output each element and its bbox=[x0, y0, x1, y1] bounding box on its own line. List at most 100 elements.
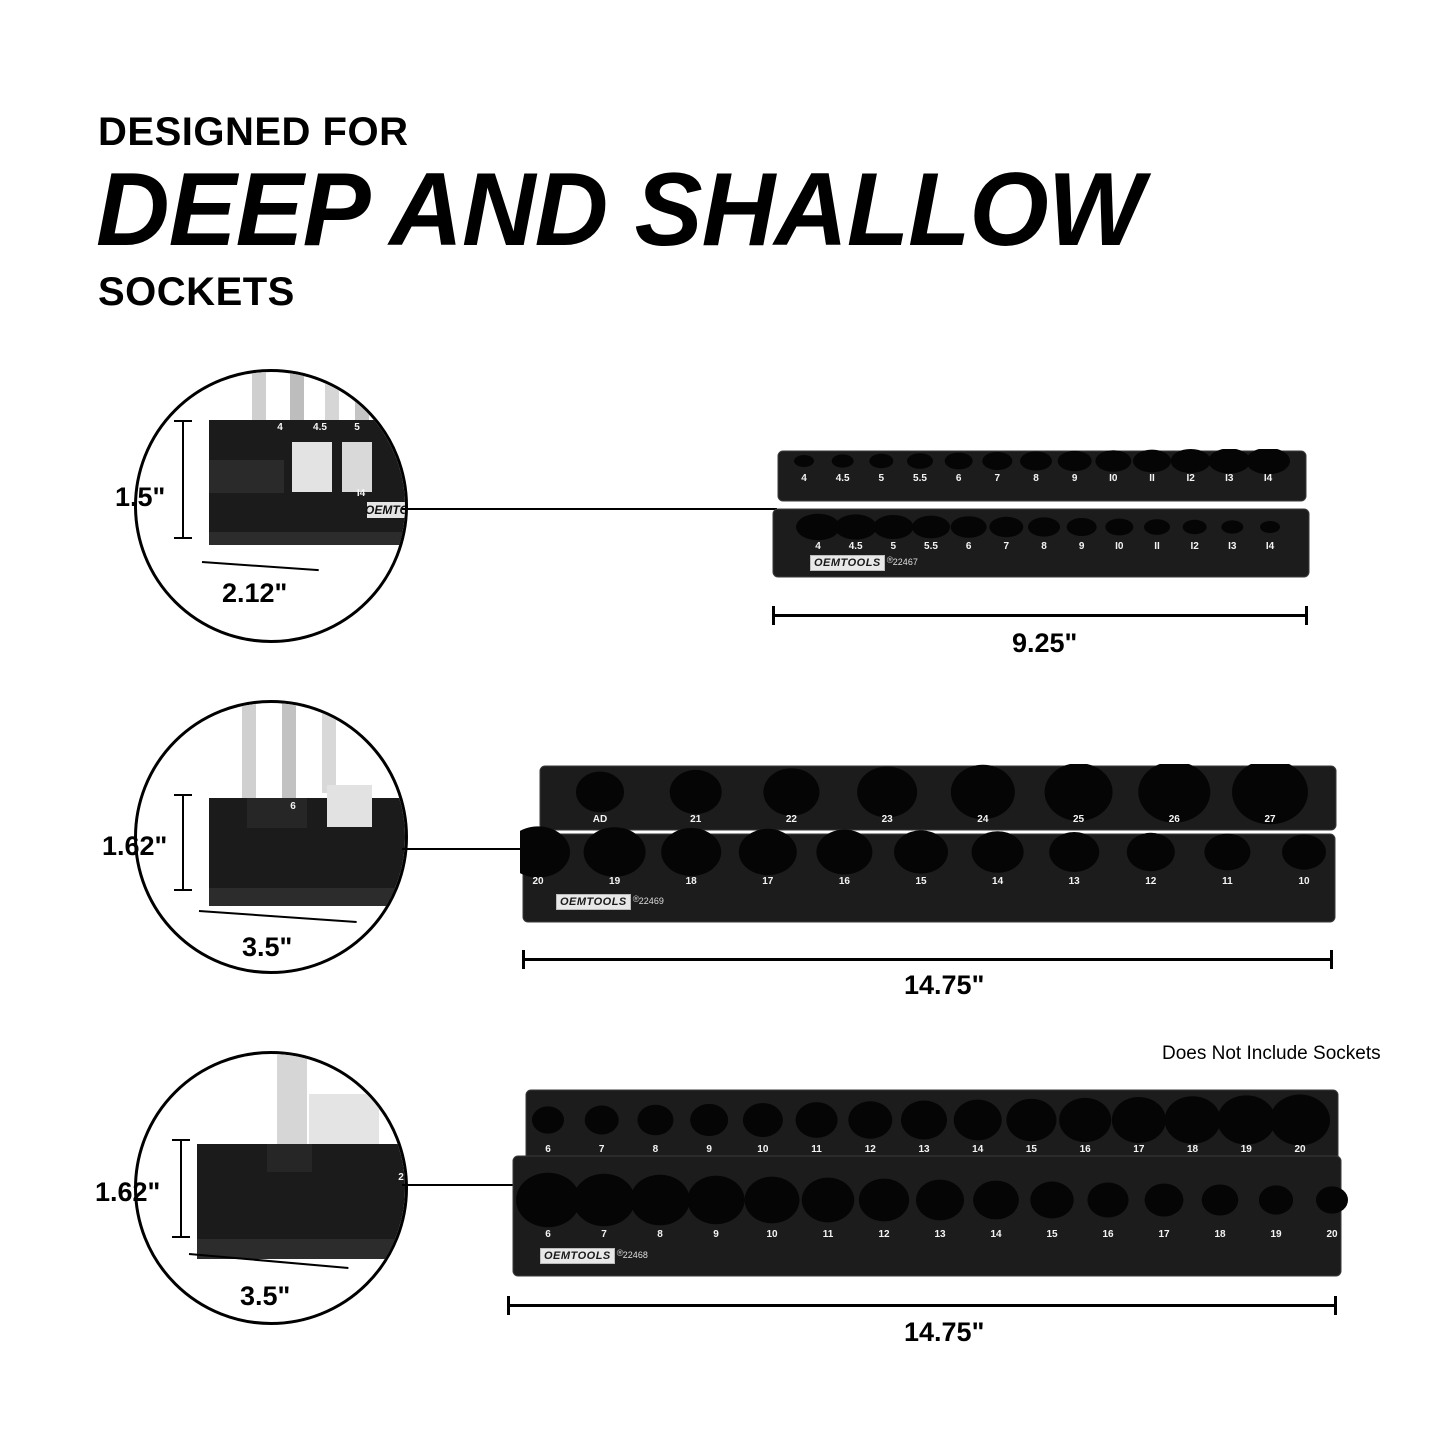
tray1-height-cap-bottom bbox=[174, 537, 192, 539]
front-row-size-label: 15 bbox=[915, 876, 927, 887]
tray3-height-bar bbox=[180, 1140, 182, 1238]
tray-22469-logo: OEMTOOLS® bbox=[556, 894, 639, 910]
profile-1-illustration bbox=[209, 372, 405, 545]
profile-circle-3: 2 bbox=[134, 1051, 408, 1325]
front-socket-hole bbox=[801, 1177, 855, 1223]
back-socket-hole bbox=[1057, 450, 1092, 472]
back-row-size-label: I4 bbox=[1263, 473, 1273, 484]
back-socket-hole bbox=[1217, 1095, 1276, 1145]
front-socket-hole bbox=[873, 515, 914, 539]
back-row-size-label: 10 bbox=[757, 1144, 769, 1155]
tray3-height-label: 1.62" bbox=[95, 1177, 161, 1207]
front-row-size-label: 7 bbox=[601, 1229, 607, 1240]
back-row-size-label: 22 bbox=[785, 814, 797, 825]
front-row-size-label: 20 bbox=[1326, 1229, 1338, 1240]
circle1-logo: OEMTOOLS bbox=[365, 503, 408, 517]
front-row-size-label: 17 bbox=[1158, 1229, 1170, 1240]
front-row-size-label: I3 bbox=[1228, 541, 1237, 552]
back-row-size-label: 6 bbox=[955, 473, 962, 484]
front-socket-hole bbox=[796, 513, 840, 541]
front-row-size-label: II bbox=[1154, 541, 1160, 552]
circle1-label-4-5: 4.5 bbox=[313, 422, 327, 433]
registered-mark: ® bbox=[632, 894, 640, 904]
back-row-size-label: 24 bbox=[977, 814, 989, 825]
tray3-height-cap-bottom bbox=[172, 1236, 190, 1238]
back-row-size-label: 7 bbox=[598, 1144, 605, 1155]
front-row-size-label: I2 bbox=[1190, 541, 1199, 552]
back-socket-hole bbox=[831, 454, 854, 468]
tray2-height-cap-bottom bbox=[174, 889, 192, 891]
front-socket-hole bbox=[520, 826, 570, 878]
footnote: Does Not Include Sockets bbox=[1162, 1043, 1381, 1064]
front-socket-hole bbox=[1201, 1184, 1239, 1216]
back-socket-hole bbox=[795, 1102, 838, 1138]
front-socket-hole bbox=[1282, 834, 1326, 870]
front-socket-hole bbox=[1258, 1185, 1294, 1215]
front-socket-hole bbox=[744, 1176, 800, 1224]
front-socket-hole bbox=[738, 828, 797, 876]
front-socket-hole bbox=[912, 515, 950, 539]
front-socket-hole bbox=[971, 831, 1024, 873]
back-row-size-label: 7 bbox=[994, 473, 1001, 484]
back-row-size-label: 8 bbox=[652, 1144, 659, 1155]
heading-designed-for: DESIGNED FOR bbox=[98, 110, 409, 154]
front-row-size-label: 5.5 bbox=[924, 541, 938, 552]
front-row-size-label: 15 bbox=[1046, 1229, 1058, 1240]
back-row-size-label: 21 bbox=[690, 814, 702, 825]
front-row-size-label: 9 bbox=[1078, 541, 1085, 552]
profile-2-illustration bbox=[209, 703, 405, 906]
circle1-label-5: 5 bbox=[354, 422, 360, 433]
tray-22467 bbox=[770, 449, 1312, 579]
profile-3-illustration bbox=[197, 1054, 405, 1259]
tray-22467-logo: OEMTOOLS® bbox=[810, 555, 893, 571]
front-row-size-label: 8 bbox=[657, 1229, 663, 1240]
back-socket-hole bbox=[1246, 449, 1290, 475]
front-row-size-label: 5 bbox=[890, 541, 897, 552]
back-socket-hole bbox=[907, 453, 933, 469]
tray2-width-dimension bbox=[522, 950, 1333, 969]
tray2-height-bar bbox=[182, 795, 184, 891]
back-socket-hole bbox=[584, 1105, 619, 1135]
back-socket-hole bbox=[857, 766, 918, 818]
front-row-size-label: 10 bbox=[1298, 876, 1310, 887]
back-socket-hole bbox=[794, 455, 814, 467]
registered-mark: ® bbox=[886, 555, 894, 565]
circle1-label-14: I4 bbox=[356, 488, 366, 499]
front-socket-hole bbox=[583, 827, 646, 877]
tray1-depth-label: 2.12" bbox=[222, 578, 288, 608]
back-socket-hole bbox=[1208, 449, 1251, 474]
tray-back-block bbox=[539, 765, 1337, 831]
front-row-size-label: 12 bbox=[878, 1229, 890, 1240]
front-socket-hole bbox=[989, 516, 1024, 538]
tray3-leader-line bbox=[402, 1184, 517, 1186]
front-row-size-label: 16 bbox=[838, 876, 850, 887]
circle1-label-4: 4 bbox=[277, 422, 283, 433]
back-row-size-label: 13 bbox=[918, 1144, 930, 1155]
circle3-label-2: 2 bbox=[398, 1172, 404, 1183]
back-row-size-label: 5.5 bbox=[913, 473, 927, 484]
back-socket-hole bbox=[1164, 1096, 1221, 1144]
back-socket-hole bbox=[763, 768, 820, 816]
front-socket-hole bbox=[973, 1180, 1019, 1220]
back-row-size-label: 4.5 bbox=[835, 473, 850, 484]
front-socket-hole bbox=[1049, 832, 1100, 872]
back-row-size-label: 11 bbox=[811, 1144, 822, 1155]
front-row-size-label: 12 bbox=[1145, 876, 1157, 887]
tray1-height-bar bbox=[182, 421, 184, 539]
tray1-leader-line bbox=[402, 508, 777, 510]
front-socket-hole bbox=[1066, 518, 1097, 536]
front-row-size-label: 10 bbox=[766, 1229, 778, 1240]
front-socket-hole bbox=[834, 514, 877, 540]
tray1-height-label: 1.5" bbox=[115, 482, 166, 512]
tray3-height-cap-top bbox=[172, 1139, 190, 1141]
back-socket-hole bbox=[532, 1106, 564, 1134]
back-row-size-label: I2 bbox=[1186, 473, 1195, 484]
back-row-size-label: 23 bbox=[881, 814, 893, 825]
tray-22467-model-number: 22467 bbox=[892, 557, 918, 567]
heading-deep-and-shallow: DEEP AND SHALLOW bbox=[96, 152, 1144, 268]
tray2-width-label: 14.75" bbox=[904, 970, 985, 1000]
front-socket-hole bbox=[687, 1175, 745, 1225]
back-socket-hole bbox=[1111, 1097, 1166, 1143]
back-row-size-label: 4 bbox=[801, 473, 807, 484]
back-socket-hole bbox=[690, 1103, 729, 1137]
